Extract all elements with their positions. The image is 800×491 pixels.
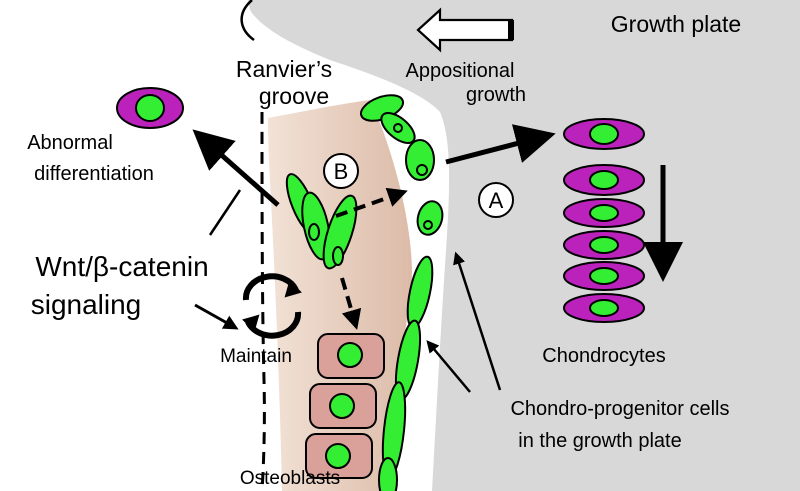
maintain-cycle-icon xyxy=(242,273,302,339)
progenitor-cells-edge xyxy=(359,94,444,491)
appositional-growth-arrow xyxy=(416,7,514,53)
wnt-label: Wnt/β-catenin xyxy=(35,251,208,282)
chondrocyte-column xyxy=(563,118,645,323)
wnt-line xyxy=(208,189,242,236)
growth-plate-label: Growth plate xyxy=(611,11,741,37)
growth-plate-region xyxy=(248,0,800,491)
progenitor-arrow-2 xyxy=(426,340,471,393)
signaling-arrow xyxy=(194,303,239,330)
chondrocytes-label: Chondrocytes xyxy=(542,345,665,367)
ranvier-label-line1: Ranvier’s xyxy=(236,56,332,82)
ranvier-label-line2: groove xyxy=(259,83,329,109)
abnormal-arrow xyxy=(192,129,280,207)
appositional-label-line2: growth xyxy=(466,84,526,106)
dashed-arrow-down xyxy=(340,277,362,330)
groove-dashed-border xyxy=(260,111,266,491)
progenitor-arrow-1 xyxy=(453,251,502,391)
appositional-label-line1: Appositional xyxy=(406,60,515,82)
progenitor-cells-groove xyxy=(285,173,358,270)
signaling-label: signaling xyxy=(31,289,142,320)
marker-a-text: A xyxy=(489,188,504,213)
marker-a: A xyxy=(478,182,514,218)
abnormal-label-line1: Abnormal xyxy=(27,132,113,154)
maintain-label: Maintain xyxy=(220,346,292,367)
osteoblasts-label: Osteoblasts xyxy=(240,468,340,489)
dashed-arrow-up xyxy=(335,187,408,218)
bone-edge-arc xyxy=(240,0,255,42)
marker-b-text: B xyxy=(334,159,349,184)
marker-b: B xyxy=(323,153,359,189)
abnormal-label-line2: differentiation xyxy=(34,163,154,185)
abnormal-cell xyxy=(116,87,184,129)
progenitor-label-line1: Chondro-progenitor cells xyxy=(510,398,729,420)
chondrocyte-arrow xyxy=(445,124,556,165)
progenitor-label-line2: in the growth plate xyxy=(518,430,681,452)
osteoblasts xyxy=(305,333,385,479)
